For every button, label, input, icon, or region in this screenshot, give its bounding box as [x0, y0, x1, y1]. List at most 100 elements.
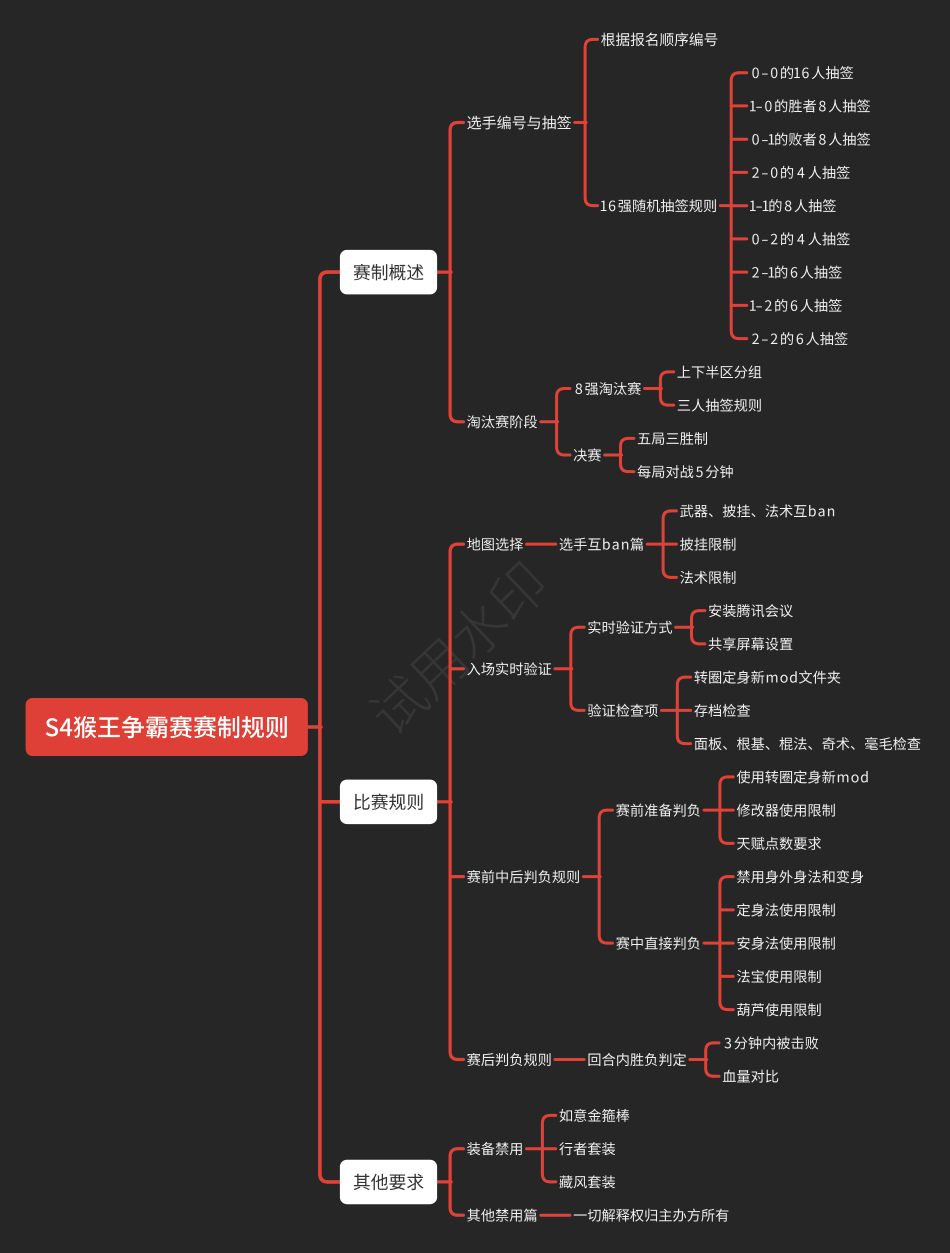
subtopic-text[interactable]: 葫芦使用限制: [736, 1002, 821, 1019]
glyph: [467, 662, 481, 676]
subtopic-text[interactable]: 每局对战5分钟: [637, 464, 733, 481]
subtopic-text[interactable]: 披挂限制: [680, 537, 737, 554]
subtopic-text[interactable]: 回合内胜负判定: [587, 1052, 687, 1069]
glyph: [559, 1108, 573, 1122]
subtopic-text[interactable]: 修改器使用限制: [736, 803, 835, 820]
glyph: [790, 300, 798, 312]
glyph: [616, 703, 630, 717]
glyph: [788, 132, 802, 146]
glyph: [734, 398, 748, 412]
subtopic-text[interactable]: 实时验证方式: [587, 620, 673, 637]
glyph: [836, 232, 850, 246]
subtopic-text[interactable]: 赛前准备判负: [616, 803, 701, 820]
subtopic-text[interactable]: 共享屏幕设置: [708, 636, 793, 653]
main-topic-box[interactable]: [339, 249, 438, 295]
root-topic[interactable]: S4猴王争霸赛赛制规则: [25, 698, 308, 756]
glyph: [751, 836, 765, 850]
subtopic-text[interactable]: 验证检查项: [587, 703, 658, 720]
glyph: [481, 1053, 495, 1067]
subtopic-text[interactable]: 选手编号与抽签: [467, 114, 572, 132]
glyph: [538, 662, 552, 675]
main-topic-box[interactable]: [339, 1159, 438, 1205]
glyph: [770, 233, 778, 245]
glyph: [651, 432, 665, 445]
subtopic-text[interactable]: 藏风套装: [559, 1175, 616, 1191]
subtopic-text[interactable]: 使用转圈定身新mod: [736, 769, 868, 786]
glyph: [557, 115, 572, 130]
subtopic-text[interactable]: 行者套装: [559, 1142, 616, 1158]
subtopic-text[interactable]: 三人抽签规则: [677, 398, 762, 415]
glyph: [495, 537, 509, 551]
subtopic-text[interactable]: 2-0的4人抽签: [750, 165, 850, 182]
subtopic-text[interactable]: 赛后判负规则: [467, 1052, 552, 1069]
subtopic-text[interactable]: 转圈定身新mod文件夹: [694, 670, 841, 687]
glyph: [602, 1108, 616, 1122]
subtopic-text[interactable]: 一切解释权归主办方所有: [573, 1208, 729, 1225]
glyph: [736, 604, 751, 618]
subtopic-text[interactable]: 面板、根基、棍法、奇术、毫毛检查: [694, 736, 921, 753]
glyph: [646, 199, 661, 213]
subtopic-text[interactable]: 2-1的6人抽签: [750, 265, 842, 282]
glyph: [775, 298, 788, 312]
subtopic-text[interactable]: 赛前中后判负规则: [467, 869, 581, 886]
subtopic-text[interactable]: 2-2的6人抽签: [750, 331, 848, 348]
subtopic-text[interactable]: 法术限制: [680, 570, 737, 587]
subtopic-text[interactable]: 选手互ban篇: [559, 537, 644, 554]
glyph: [573, 537, 587, 551]
subtopic-text[interactable]: 地图选择: [467, 537, 524, 554]
subtopic-text[interactable]: 安身法使用限制: [736, 936, 835, 953]
subtopic-text[interactable]: 赛中直接判负: [616, 936, 701, 953]
main-topic[interactable]: 其他要求: [339, 1159, 438, 1205]
subtopic-text[interactable]: 存档检查: [694, 703, 751, 720]
glyph: [850, 870, 864, 884]
subtopic-text[interactable]: 8强淘汰赛: [573, 381, 641, 398]
subtopic-text[interactable]: 禁用身外身法和变身: [736, 869, 864, 886]
subtopic-text[interactable]: 根据报名顺序编号: [601, 32, 719, 49]
glyph: [722, 537, 736, 551]
main-topic[interactable]: 赛制概述: [339, 249, 438, 295]
branch-rail: [569, 625, 581, 712]
subtopic-text[interactable]: 定身法使用限制: [736, 902, 835, 919]
glyph: [708, 637, 722, 651]
glyph: [496, 870, 508, 884]
glyph: [482, 538, 494, 551]
subtopic-text[interactable]: 0-2的4人抽签: [750, 231, 850, 248]
glyph: [780, 770, 793, 784]
subtopic-text[interactable]: 武器、披挂、法术互ban: [680, 504, 835, 520]
subtopic-text[interactable]: 淘汰赛阶段: [467, 415, 538, 431]
subtopic-text[interactable]: 其他禁用篇: [467, 1208, 538, 1225]
subtopic-text[interactable]: 入场实时验证: [467, 662, 552, 678]
glyph: [779, 737, 793, 751]
main-topic[interactable]: 比赛规则: [339, 779, 438, 825]
subtopic-text[interactable]: 血量对比: [722, 1069, 779, 1086]
glyph: [673, 936, 686, 950]
subtopic-text[interactable]: 如意金箍棒: [559, 1108, 630, 1125]
root-topic-text: S4猴王争霸赛赛制规则: [45, 715, 287, 739]
subtopic-text[interactable]: 天赋点数要求: [736, 836, 822, 853]
glyph: [630, 537, 644, 551]
glyph: [73, 715, 97, 739]
subtopic-text[interactable]: 五局三胜制: [637, 431, 708, 448]
subtopic-text[interactable]: 决赛: [573, 448, 602, 464]
glyph: [779, 870, 793, 884]
glyph: [762, 239, 768, 241]
subtopic-text[interactable]: 装备禁用: [467, 1141, 524, 1158]
subtopic-text[interactable]: 法宝使用限制: [736, 969, 821, 986]
glyph: [719, 465, 733, 479]
subtopic-text[interactable]: 0-0的16人抽签: [750, 65, 854, 82]
glyph: [751, 670, 765, 684]
subtopic-text[interactable]: 上下半区分组: [677, 365, 762, 381]
subtopic-text[interactable]: 3分钟内被击败: [722, 1035, 819, 1052]
glyph: [736, 903, 751, 917]
subtopic-text[interactable]: 16强随机抽签规则: [600, 198, 718, 215]
glyph: [573, 1176, 587, 1189]
subtopic-text[interactable]: 安装腾讯会议: [708, 603, 793, 620]
main-topic-box[interactable]: [339, 779, 438, 825]
subtopic-text[interactable]: 1-1的8人抽签: [749, 198, 839, 215]
subtopic-text[interactable]: 0-1的败者8人抽签: [750, 132, 871, 149]
subtopic-text[interactable]: 1-2的6人抽签: [749, 298, 842, 315]
glyph: [368, 675, 432, 734]
glyph: [512, 116, 526, 130]
